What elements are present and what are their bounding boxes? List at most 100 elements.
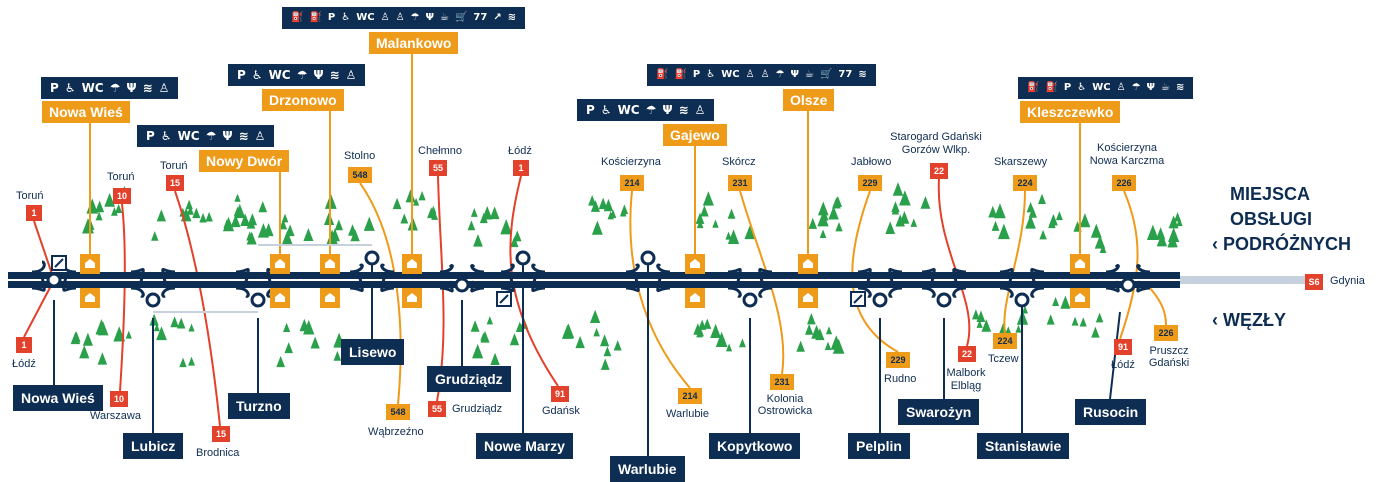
tree-icon [819, 229, 827, 238]
tree-icon [590, 199, 601, 212]
tree-icon [149, 313, 159, 326]
tree-icon [192, 207, 201, 219]
junction-warlubie[interactable]: Warlubie [610, 456, 685, 482]
road-badge: 214 [620, 175, 644, 191]
tree-icon [891, 204, 900, 215]
road-label: Łódź [508, 145, 532, 157]
tree-icon [609, 209, 617, 219]
wifi-icon: ≋ [329, 68, 340, 82]
rest-area-nowa-wies[interactable]: Nowa Wieś [42, 101, 130, 123]
tree-icon [1071, 316, 1079, 326]
junction-grudziadz[interactable]: Grudziądz [427, 366, 511, 392]
road-label: Brodnica [196, 447, 240, 459]
junction-pelplin[interactable]: Pelplin [848, 433, 910, 459]
tree-icon [828, 205, 839, 220]
tree-icon [804, 323, 814, 335]
tree-icon [591, 220, 603, 235]
road-label: Toruń [16, 190, 44, 202]
road-badge: 1 [16, 337, 32, 353]
tree-icon [976, 319, 983, 328]
rest-area-icon [803, 293, 813, 302]
fuel-icon: ⛽ [656, 69, 669, 80]
tree-icon [1146, 224, 1159, 241]
road-label: Skarszewy [994, 156, 1048, 168]
tree-icon [994, 203, 1006, 219]
rest-area-drzonowo[interactable]: Drzonowo [262, 89, 344, 111]
junction-stanislawie[interactable]: Stanisławie [977, 433, 1070, 459]
road-badge: 15 [212, 426, 230, 442]
tree-icon [1099, 244, 1107, 253]
accessible-icon: ♿ [160, 129, 172, 143]
tree-icon [95, 200, 105, 213]
rest-area-malankowo[interactable]: Malankowo [369, 32, 459, 54]
tree-icon [473, 234, 483, 247]
tree-icon [515, 321, 524, 333]
services-drzonowo: P♿WC☂Ψ≋♙ [228, 64, 366, 86]
parking-icon: P [327, 12, 336, 23]
rest-area-icon [690, 259, 700, 268]
interchange-ramp [1136, 264, 1151, 274]
tree-icon [1026, 201, 1035, 213]
connector-road [1109, 311, 1121, 400]
maintenance-icon [499, 294, 509, 304]
connector-road [1149, 287, 1167, 326]
junction-swarozyn[interactable]: Swarożyn [898, 399, 980, 425]
tree-icon [598, 197, 608, 210]
ev-icon: ↗ [493, 12, 502, 23]
tree-icon [588, 195, 597, 206]
rest-area-olsze[interactable]: Olsze [783, 89, 835, 111]
tree-icon [1168, 215, 1179, 229]
tree-icon [703, 318, 712, 329]
motorway-mainline [8, 272, 1305, 288]
water-icon: Ψ [222, 129, 233, 143]
junction-node [936, 292, 952, 308]
road-label: Kościerzyna [601, 156, 661, 168]
maintenance-icon [853, 294, 863, 304]
rest-area-icon [803, 259, 813, 268]
interchange-ramp [349, 277, 364, 292]
rest-area-nowy-dwor[interactable]: Nowy Dwór [199, 150, 290, 172]
junction-lisewo[interactable]: Lisewo [341, 339, 405, 365]
road-label: Grudziądz [452, 403, 503, 415]
tree-icon [179, 357, 187, 368]
interchange-ramp [921, 268, 936, 283]
tree-icon [258, 201, 268, 213]
interchange-ramp [888, 268, 903, 283]
tree-icon [70, 331, 81, 345]
interchange-ramp [727, 268, 742, 283]
wifi-icon: ≋ [238, 129, 249, 143]
tree-icon [885, 221, 896, 235]
interchange-ramp [500, 263, 515, 274]
rest-area-gajewo[interactable]: Gajewo [663, 124, 727, 146]
junction-nowe-marzy[interactable]: Nowe Marzy [476, 433, 573, 459]
services-malankowo: ⛽⛽P♿WC♙♙☂Ψ☕🛒77↗≋ [282, 7, 526, 29]
junction-rusocin[interactable]: Rusocin [1075, 399, 1147, 425]
road-badge: 231 [770, 374, 794, 390]
tree-icon [562, 323, 575, 339]
shelter-icon: ☂ [205, 129, 217, 143]
tree-icon [739, 338, 746, 348]
mop-legend-line3: ‹ PODRÓŻNYCH [1212, 234, 1351, 254]
junction-lubicz[interactable]: Lubicz [123, 433, 184, 459]
tree-icon [1091, 228, 1099, 237]
junction-turzno[interactable]: Turzno [228, 393, 290, 419]
parking-icon: P [50, 81, 59, 95]
tree-icon [392, 197, 402, 210]
tree-icon [976, 310, 986, 323]
road-badge: 226 [1154, 325, 1178, 341]
connector-road [174, 190, 221, 427]
rest-area-kleszczewko[interactable]: Kleszczewko [1020, 101, 1121, 123]
junction-nowa-wies[interactable]: Nowa Wieś [13, 385, 103, 411]
junction-kopytkowo[interactable]: Kopytkowo [709, 433, 801, 459]
interchange-ramp [31, 260, 46, 274]
tree-icon [833, 195, 843, 207]
road-label: Skórcz [722, 156, 756, 168]
restaurant-icon: ☕ [440, 12, 449, 23]
tree-icon [400, 213, 409, 224]
tree-icon [807, 313, 816, 325]
rest-area-icon [1075, 293, 1085, 302]
tree-icon [725, 231, 732, 240]
water-icon: Ψ [790, 69, 800, 80]
road-label: Jabłowo [851, 156, 892, 168]
tree-icon [205, 211, 213, 222]
